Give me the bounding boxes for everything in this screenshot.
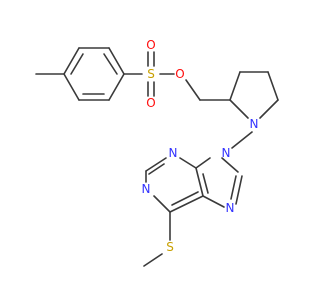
- atom-label-n1: N: [142, 182, 151, 196]
- bonds: [35, 47, 279, 267]
- imidazole-bond: [235, 175, 243, 205]
- atom-label-n9: N: [222, 146, 231, 160]
- chemical-structure-diagram: S O O O N N N N N S: [35, 38, 279, 267]
- pyrrolidine-bond: [229, 71, 241, 101]
- benzene-bond: [108, 73, 125, 101]
- atom-label-thioether-sulfur: S: [166, 240, 174, 254]
- pyrimidine-bond: [145, 157, 167, 172]
- pyrrolidine-bond: [259, 99, 279, 119]
- benzene-double-bond: [70, 53, 84, 75]
- imidazole-bond: [202, 195, 225, 208]
- pyrimidine-bond: [153, 195, 171, 213]
- atom-label-n3: N: [169, 146, 178, 160]
- pyrimidine-bond: [169, 195, 204, 213]
- benzene-bond: [63, 47, 80, 75]
- benzene-bond: [108, 47, 125, 75]
- benzene-double-bond: [103, 53, 118, 75]
- pyrimidine-double-bond: [171, 191, 199, 206]
- atom-label-sulfonyl-sulfur: S: [147, 67, 155, 81]
- benzene-bond: [63, 73, 80, 101]
- atom-label-n7: N: [226, 201, 235, 215]
- atom-label-ester-oxygen: O: [175, 67, 184, 81]
- sulfur-methyl-bond: [143, 253, 163, 267]
- purine-fusion-double-bond: [202, 173, 209, 194]
- pyrimidine-bond: [179, 157, 197, 169]
- atom-label-sulfonyl-oxygen-bottom: O: [146, 96, 155, 110]
- pyrimidine-double-bond: [148, 163, 165, 175]
- imidazole-bond: [195, 157, 211, 169]
- pyrrolidine-bond: [229, 99, 249, 119]
- atom-label-pyrrolidine-nitrogen: N: [250, 117, 259, 131]
- atom-labels: S O O O N N N N N S: [142, 38, 259, 254]
- oxygen-methylene-bond: [185, 79, 201, 101]
- imidazole-bond: [221, 157, 239, 173]
- imidazole-double-bond: [230, 175, 237, 200]
- atom-label-sulfonyl-oxygen-top: O: [146, 38, 155, 52]
- purine-fusion-bond: [195, 167, 204, 197]
- pyrrolidine-bond: [267, 71, 279, 101]
- pyrrolidine-purine-bond: [231, 131, 253, 149]
